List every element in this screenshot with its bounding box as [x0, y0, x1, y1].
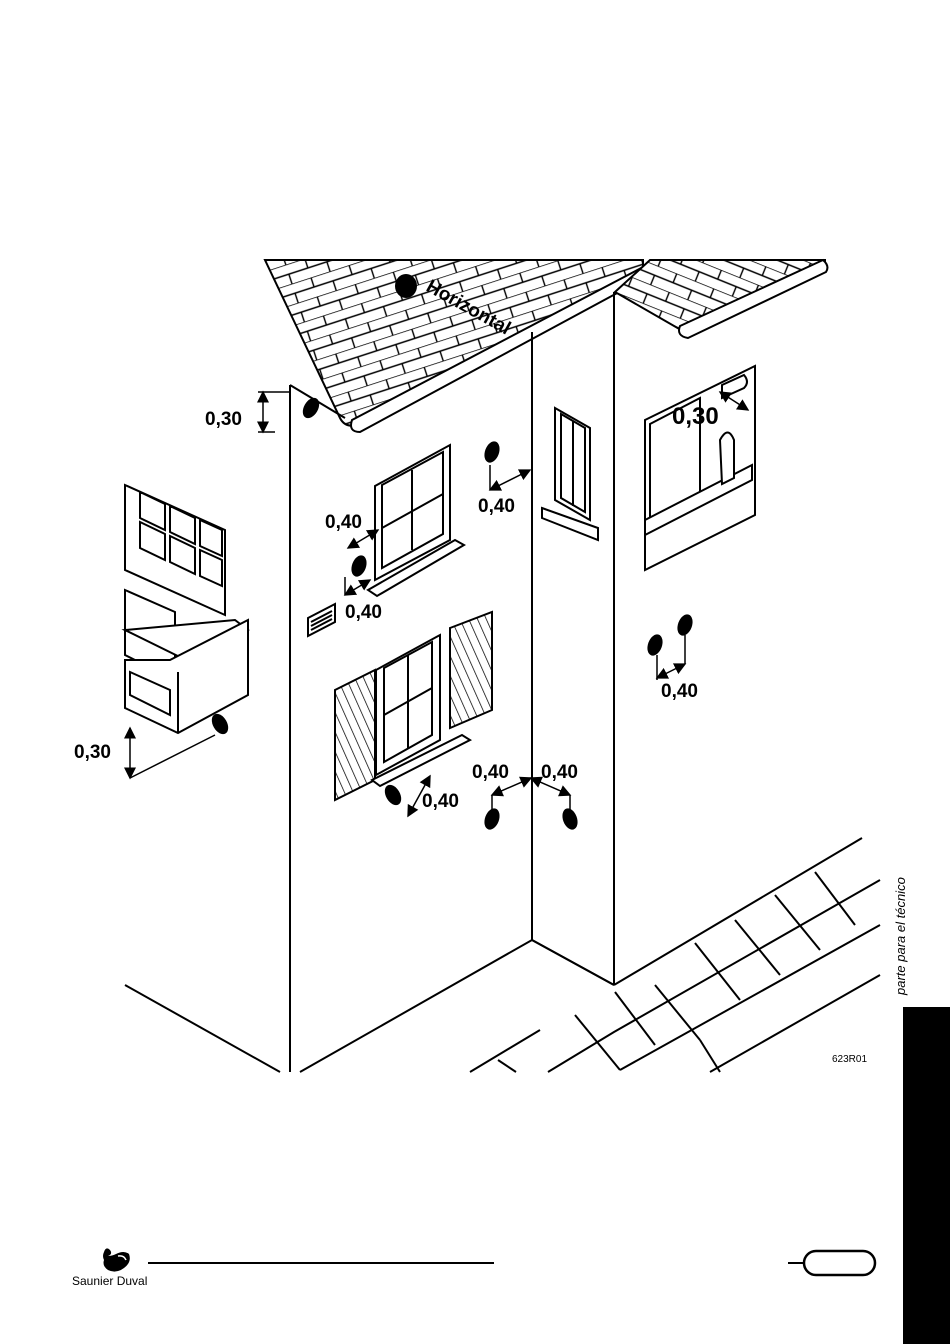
dim-window-left: 0,40: [325, 512, 362, 533]
window-narrow: [542, 408, 598, 540]
dim-pair-left: 0,40: [472, 762, 509, 783]
reference-code: 623R01: [832, 1054, 867, 1065]
dim-pair-right: 0,40: [541, 762, 578, 783]
terminal-below-window: [349, 553, 370, 578]
dim-right-wall: 0,40: [661, 681, 698, 702]
terminal-pair-left: [482, 806, 503, 831]
roof-left: [265, 240, 648, 432]
footer-rule: [148, 1262, 494, 1264]
dim-narrow-window: 0,40: [478, 496, 515, 517]
air-vent: [308, 604, 335, 636]
window-upper-left: [368, 445, 464, 596]
page-number-badge: [788, 1248, 878, 1278]
brand-name: Saunier Duval: [72, 1274, 147, 1288]
dim-roof-corner: 0,30: [205, 409, 242, 430]
window-shutters: [335, 612, 492, 800]
terminal-right-wall-2: [675, 612, 696, 637]
dim-shutter: 0,40: [422, 791, 459, 812]
dim-upper-right: 0,30: [672, 403, 719, 430]
terminal-right-wall-1: [645, 632, 666, 657]
dim-window-below: 0,40: [345, 602, 382, 623]
terminal-shutter: [381, 782, 404, 808]
roof-right: [615, 260, 827, 338]
bird-logo-icon: [98, 1242, 132, 1276]
left-balcony-window: [125, 485, 248, 733]
side-tab-label: parte para el técnico: [893, 855, 913, 995]
window-right-balcony: [645, 366, 755, 570]
dim-balcony: 0,30: [74, 742, 111, 763]
terminal-roof: [395, 274, 417, 298]
side-tab: [903, 1007, 950, 1344]
terminal-corner: [299, 395, 322, 421]
terminal-pair-right: [560, 806, 581, 831]
terminal-upper-mid: [482, 439, 503, 464]
